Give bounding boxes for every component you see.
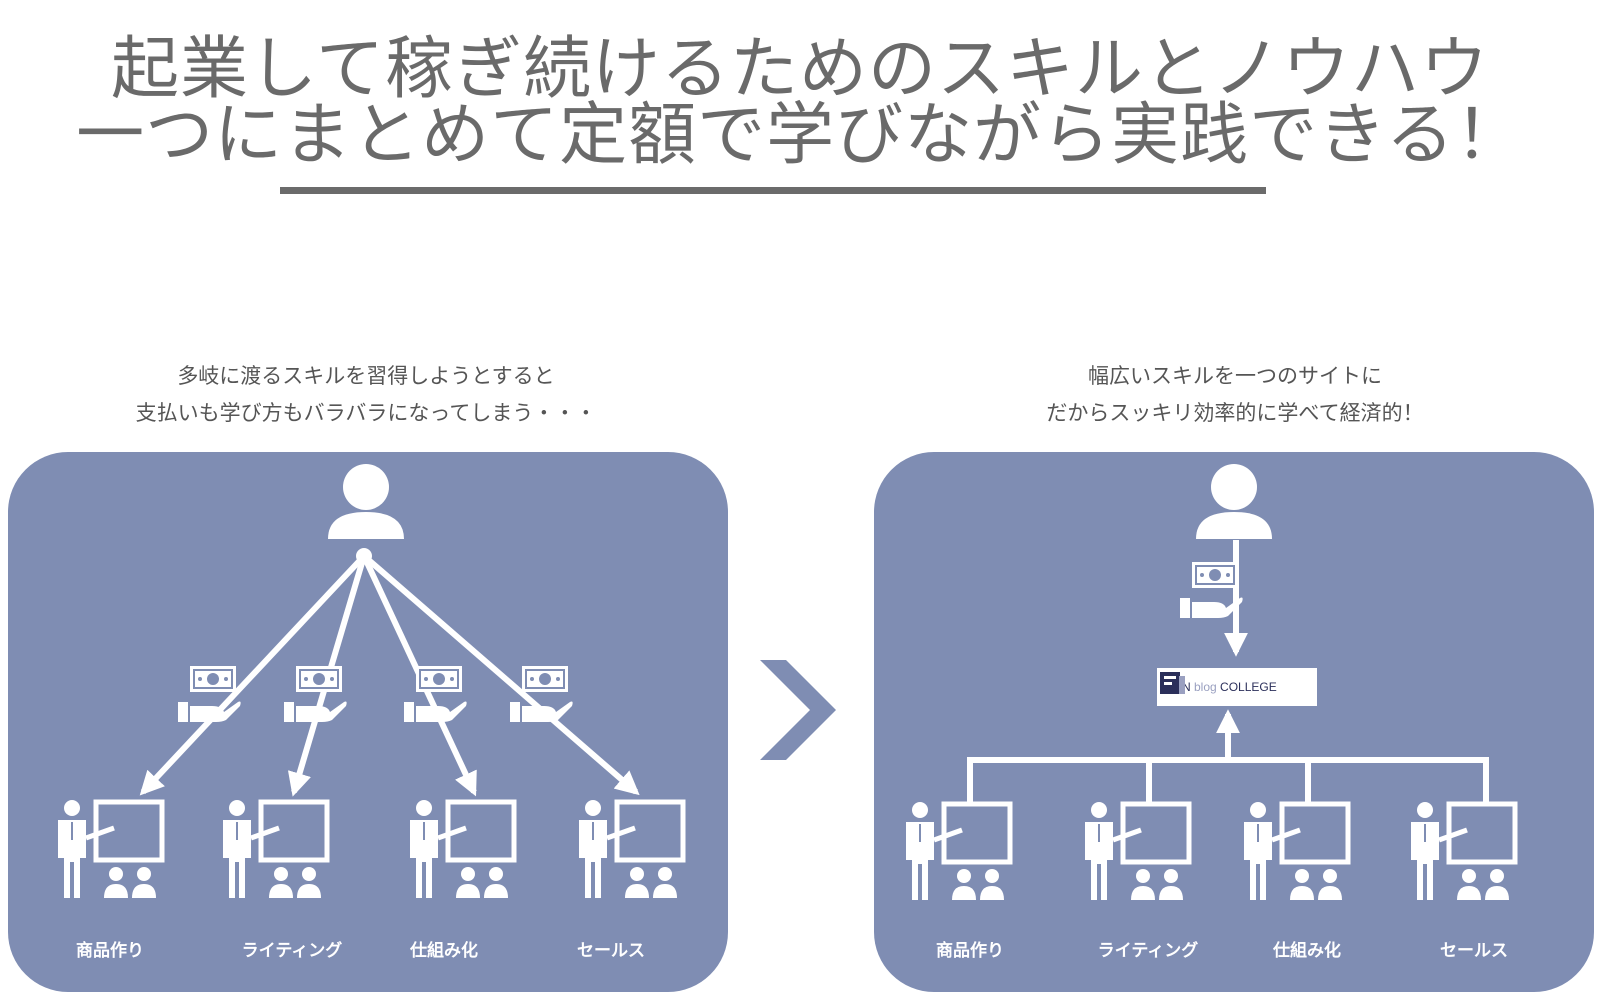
chevron-right-icon	[760, 660, 836, 760]
headline-line-2: 一つにまとめて定額で学びながら実践できる！	[76, 96, 1524, 175]
teacher-icon	[1244, 801, 1351, 900]
right-diagram	[906, 464, 1518, 900]
user-icon	[328, 464, 404, 539]
money-hand-icon	[178, 666, 241, 722]
skill-label-3: 仕組み化	[1273, 941, 1341, 961]
brand-logo-icon	[1160, 672, 1185, 694]
skill-label-3: 仕組み化	[410, 941, 478, 961]
right-caption: 幅広いスキルを一つのサイトに だからスッキリ効率的に学べて経済的！	[885, 358, 1585, 432]
teacher-icon	[410, 799, 517, 898]
left-caption: 多岐に渡るスキルを習得しようとすると 支払いも学び方もバラバラになってしまう・・…	[16, 358, 716, 432]
skill-label-1: 商品作り	[936, 941, 1004, 961]
skill-label-1: 商品作り	[76, 941, 144, 961]
headline-line-1: 起業して稼ぎ続けるためのスキルとノウハウ	[111, 30, 1489, 109]
teacher-icons	[58, 799, 686, 898]
teacher-icons	[906, 801, 1518, 900]
money-hand-icon	[284, 666, 347, 722]
skill-tree-connectors	[967, 709, 1489, 802]
skill-label-2: ライティング	[241, 941, 343, 961]
skill-label-4: セールス	[577, 941, 645, 961]
skill-label-4: セールス	[1440, 941, 1508, 961]
money-hand-icon	[404, 666, 467, 722]
left-panel-scattered: 商品作り ライティング 仕組み化 セールス	[8, 452, 728, 992]
left-caption-line-1: 多岐に渡るスキルを習得しようとすると	[177, 364, 555, 388]
money-hand-icons	[178, 666, 573, 722]
money-hand-icon	[510, 666, 573, 722]
teacher-icon	[1085, 801, 1192, 900]
left-diagram	[58, 464, 686, 898]
skill-label-2: ライティング	[1097, 941, 1199, 961]
right-caption-line-2: だからスッキリ効率的に学べて経済的！	[1046, 401, 1424, 425]
headline-underline	[280, 187, 1266, 194]
left-caption-line-2: 支払いも学び方もバラバラになってしまう・・・	[135, 401, 597, 425]
right-caption-line-1: 幅広いスキルを一つのサイトに	[1088, 364, 1382, 388]
teacher-icon	[1411, 801, 1518, 900]
right-panel-unified: FUN blog COLLEGE 商品作り ライティング 仕組み化 セールス	[874, 452, 1594, 992]
brand-logo: FUN blog COLLEGE	[1157, 668, 1317, 706]
user-icon	[1196, 464, 1272, 539]
money-hand-icon	[1180, 562, 1243, 618]
teacher-icon	[579, 799, 686, 898]
teacher-icon	[58, 799, 165, 898]
teacher-icon	[906, 801, 1013, 900]
arrow-to-skill-1	[139, 553, 367, 796]
teacher-icon	[223, 799, 330, 898]
money-hand-icon	[1180, 562, 1243, 618]
arrow-to-skill-4	[362, 553, 640, 796]
